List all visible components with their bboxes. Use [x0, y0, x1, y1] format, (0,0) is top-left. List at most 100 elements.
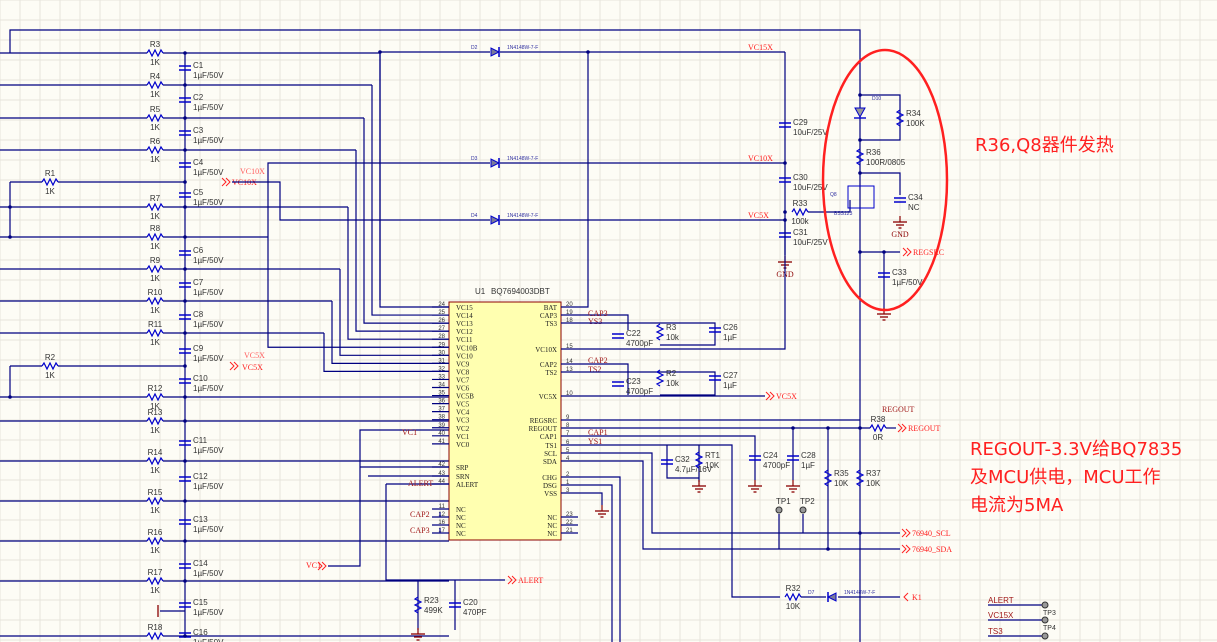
- resistor-value: 1K: [150, 155, 160, 164]
- net-port-icon: [507, 575, 513, 585]
- pin-name: VC5B: [456, 393, 474, 401]
- resistor-ref: R38: [871, 415, 886, 424]
- transistor-value: BSS123: [834, 211, 853, 217]
- junction: [183, 299, 187, 303]
- pin-number: 19: [566, 310, 573, 316]
- diode-D4: [490, 215, 501, 225]
- net-label: CAP2: [588, 356, 608, 365]
- wire: [860, 172, 901, 195]
- diode-D2: [490, 47, 501, 57]
- resistor-ref: R3: [666, 323, 677, 332]
- capacitor-value: 1µF: [723, 333, 737, 342]
- resistor-value: 10K: [705, 461, 720, 470]
- capacitor-value: 470PF: [463, 608, 487, 617]
- net-port-icon: [901, 544, 907, 554]
- junction: [183, 331, 187, 335]
- capacitor-ref: C8: [193, 310, 204, 319]
- wire: [267, 237, 449, 348]
- resistor-value: 1K: [150, 426, 160, 435]
- resistor-ref: R4: [150, 72, 161, 81]
- testpoint: [1041, 601, 1049, 609]
- net-port-icon: [225, 177, 231, 187]
- capacitor-ref: C27: [723, 371, 738, 380]
- junction: [858, 250, 862, 254]
- transistor-ref: Q8: [830, 192, 837, 198]
- pin-name: REGOUT: [529, 425, 558, 433]
- net-port-icon: [317, 561, 323, 571]
- resistor-ref: R6: [150, 137, 161, 146]
- resistor-value: 1K: [45, 187, 55, 196]
- capacitor-ref: C34: [908, 193, 923, 202]
- capacitor-value: 10uF/25V: [793, 238, 828, 247]
- capacitor-ref: C4: [193, 158, 204, 167]
- testpoint-label: TP2: [800, 497, 815, 506]
- pin-number: 42: [438, 462, 445, 468]
- capacitor-ref: C2: [193, 93, 204, 102]
- wire: [578, 371, 716, 396]
- resistor-value: 1K: [150, 466, 160, 475]
- net-port-icon: [905, 528, 911, 538]
- net-label: VC5X: [244, 351, 265, 360]
- diode-value: 1N4148W-7-F: [507, 213, 538, 219]
- resistor-value: 1K: [150, 212, 160, 221]
- junction: [858, 171, 862, 175]
- resistor-R36: [855, 148, 865, 166]
- capacitor-ref: C11: [193, 436, 208, 445]
- junction: [8, 205, 12, 209]
- capacitor-ref: C1: [193, 61, 204, 70]
- resistor-ref: R32: [786, 584, 801, 593]
- net-label: TS2: [588, 365, 601, 374]
- capacitor-value: 1µF/50V: [193, 198, 224, 207]
- wire: [578, 322, 716, 346]
- pin-name: VC9: [456, 360, 470, 368]
- pin-name: VC10X: [535, 346, 557, 354]
- capacitor-value: 1µF/50V: [193, 136, 224, 145]
- testpoint-label: TP4: [1043, 625, 1056, 632]
- resistor-RT1: [694, 451, 704, 469]
- pin-number: 15: [566, 344, 573, 350]
- capacitor-ref: C22: [626, 329, 641, 338]
- resistor-ref: R5: [150, 105, 161, 114]
- resistor-ref: R2: [666, 369, 677, 378]
- pin-name: VC5X: [539, 393, 557, 401]
- resistor-ref: RT1: [705, 451, 721, 460]
- pin-number: 5: [566, 448, 570, 454]
- resistor-R34: [895, 109, 905, 127]
- capacitor-value: 4700pF: [763, 461, 790, 470]
- resistor-ref: R14: [148, 448, 163, 457]
- resistor-value: 100K: [906, 119, 925, 128]
- resistor-value: 10K: [866, 479, 881, 488]
- transistor-Q8: [847, 185, 875, 209]
- pin-name: NC: [547, 530, 557, 538]
- pin-name: BAT: [544, 304, 558, 312]
- pin-name: VC14: [456, 312, 473, 320]
- pin-name: NC: [547, 514, 557, 522]
- pin-number: 2: [566, 472, 570, 478]
- pin-number: 30: [438, 350, 445, 356]
- testpoint-label: TP3: [1043, 610, 1056, 617]
- pin-name: ALERT: [456, 481, 479, 489]
- resistor-value: 100R/0805: [866, 158, 906, 167]
- resistor-value: 1K: [45, 371, 55, 380]
- net-port-icon: [511, 575, 517, 585]
- capacitor-ref: C31: [793, 228, 808, 237]
- capacitor-ref: C9: [193, 344, 204, 353]
- resistor-value: 1K: [150, 90, 160, 99]
- capacitor-ref: C16: [193, 628, 208, 637]
- wire: [578, 220, 786, 350]
- junction: [183, 235, 187, 239]
- pin-number: 18: [566, 318, 573, 324]
- capacitor-value: 4700pF: [626, 387, 653, 396]
- capacitor-ref: C26: [723, 323, 738, 332]
- resistor-ref: R12: [148, 384, 163, 393]
- wire: [578, 452, 900, 534]
- wire: [578, 314, 629, 330]
- pin-number: 33: [438, 374, 445, 380]
- net-label: 76940_SCL: [912, 529, 951, 538]
- pin-number: 24: [438, 302, 445, 308]
- capacitor-value: 1µF/50V: [193, 525, 224, 534]
- wire: [860, 94, 901, 141]
- pin-name: VC5: [456, 401, 470, 409]
- diode-ref: D2: [471, 45, 478, 51]
